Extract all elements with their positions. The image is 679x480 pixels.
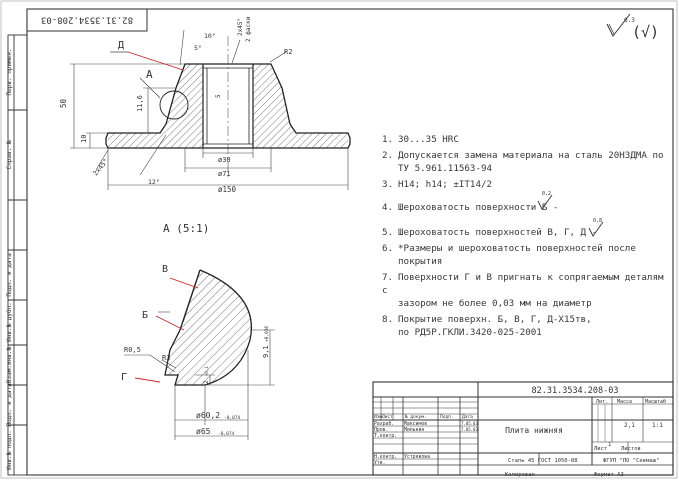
- dim-angle-10: 10°: [204, 32, 216, 40]
- tb-role-nkontr: Н.контр.: [374, 454, 397, 460]
- detail-label-r05: R0,5: [124, 346, 141, 354]
- note-7: 7.Поверхности Г и В пригнать к сопрягаем…: [382, 272, 664, 309]
- note-5: 5.Шероховатость поверхностей В, Г, Д -: [382, 227, 598, 238]
- tb-sheets-label: Листов: [621, 446, 641, 452]
- detail-label-g: Г: [121, 372, 127, 383]
- side-label-6: Подп. и дата: [6, 383, 13, 427]
- tb-role-tkontr: Т.контр.: [374, 433, 397, 439]
- tb-name-nkontr: Устрявова: [404, 454, 430, 460]
- dim-chamfer-bottom: 2x45°: [91, 157, 110, 177]
- callout-a-label: A: [146, 68, 153, 81]
- general-roughness: 6.3 (√): [606, 13, 659, 41]
- tb-col-sign: Подп.: [440, 414, 454, 420]
- callout-d-label: Д: [118, 40, 124, 51]
- detail-dim-65-tol: -0,074: [218, 431, 235, 437]
- dim-angle-5: 5°: [194, 44, 202, 52]
- dim-diameter-71: ø71: [218, 170, 231, 178]
- side-label-1: Перв. примен.: [6, 49, 13, 96]
- tb-scale-label: Масштаб: [645, 398, 666, 405]
- detail-dim-2-tol: +0,1: [204, 366, 209, 376]
- dim-height-10: 10: [80, 135, 88, 143]
- tb-part-name: Плита нижняя: [505, 426, 563, 435]
- note-3: 3.H14; h14; ±IT14/2: [382, 179, 493, 190]
- detail-view-a: В Б Г R0,5 R3 9,1 +0,036 2 +0,1 ø60,2 -0…: [121, 264, 275, 440]
- detail-a-callout-circle: [159, 90, 189, 120]
- title-block-text: 82.31.3534.208-03 Изм. Лист № докум. Под…: [374, 386, 666, 478]
- detail-label-v: В: [162, 264, 168, 275]
- tech-notes: 1.30...35 HRC 2.Допускается замена матер…: [382, 133, 672, 339]
- dim-angle-12: 12°: [148, 178, 160, 186]
- note-8: 8.Покрытие поверхн. Б, В, Г, Д-Х15тв,по …: [382, 314, 592, 338]
- dim-diameter-150: ø150: [218, 185, 237, 194]
- dim-height-5: 5: [215, 94, 222, 98]
- tb-format: Формат А3: [594, 472, 624, 478]
- tb-col-izm: Изм.: [374, 414, 385, 420]
- tb-col-date: Дата: [462, 414, 473, 420]
- side-label-5: Взам.инв.№: [6, 347, 13, 384]
- detail-dim-60-2: ø60,2: [196, 411, 220, 420]
- tb-copied: Копировал: [505, 472, 535, 478]
- general-roughness-value: 6.3: [624, 17, 635, 24]
- note-roughness-symbols: 0,2 0,8: [537, 191, 604, 237]
- tb-sheets: 1: [608, 442, 611, 448]
- tb-material: Сталь 45 ГОСТ 1050-88: [508, 458, 578, 464]
- detail-label-r3: R3: [162, 354, 170, 362]
- note5-roughness: 0,8: [593, 218, 602, 224]
- top-code-stamp: 82.31.3534.208-03: [26, 8, 148, 32]
- tb-lit-label: Лит.: [596, 399, 608, 405]
- side-label-7: Инв.№ подл.: [6, 430, 13, 470]
- dim-diameter-30: ø30: [218, 156, 231, 164]
- side-label-4: Инв.№ дубл.: [6, 302, 13, 342]
- detail-dim-60-2-tol: -0,074: [224, 415, 241, 421]
- left-strip-labels: Перв. примен. Справ. № Подп. и дата Инв.…: [6, 49, 13, 470]
- tb-name-razrab: Максимов: [404, 421, 427, 427]
- tb-sheet-label: Лист: [594, 446, 607, 452]
- tb-date-prov: 7.05.03: [461, 427, 478, 432]
- tb-role-utv: Утв.: [374, 460, 386, 466]
- tb-role-prov: Пров.: [374, 427, 388, 433]
- tb-mass: 2,1: [624, 422, 635, 429]
- part-outline: [105, 63, 351, 149]
- tb-col-doc: № докум.: [405, 414, 427, 420]
- detail-dim-9-1-tol: +0,036: [264, 325, 270, 342]
- note4-roughness: 0,2: [542, 191, 551, 197]
- tb-name-prov: Мильнин: [404, 427, 424, 433]
- left-strip: [7, 34, 28, 476]
- general-roughness-bracket: (√): [632, 23, 659, 41]
- tb-date-razrab: 7.05.03: [461, 421, 478, 426]
- note-1: 1.30...35 HRC: [382, 134, 459, 145]
- note-2: 2.Допускается замена материала на сталь …: [382, 150, 664, 174]
- tb-designation: 82.31.3534.208-03: [532, 386, 619, 396]
- dim-radius-r2: R2: [284, 48, 292, 56]
- detail-label-b: Б: [142, 310, 148, 321]
- tb-organization: ФГУП "ПО "Севмаш": [603, 458, 659, 464]
- dim-height-50: 50: [59, 98, 68, 108]
- detail-dim-9-1: 9,1: [262, 345, 270, 358]
- note-6: 6.*Размеры и шероховатость поверхностей …: [382, 243, 636, 267]
- title-block: [372, 381, 674, 476]
- side-label-2: Справ. №: [6, 140, 13, 169]
- tb-col-list: Лист: [382, 414, 393, 420]
- detail-view-title: A (5:1): [163, 222, 209, 235]
- main-section-view: Д A 10° 5° 2x45° 2 фаски R2 50 10 11,6 5…: [59, 16, 351, 194]
- tb-role-razrab: Разраб.: [374, 420, 394, 427]
- note-4: 4.Шероховатость поверхности Б -: [382, 202, 559, 213]
- top-code-text: 82.31.3534.208-03: [41, 15, 133, 25]
- dim-chamfer-top: 2x45°: [237, 18, 244, 36]
- detail-dim-65: ø65: [196, 427, 211, 436]
- tb-scale: 1:1: [652, 422, 663, 429]
- dim-chamfer-top2: 2 фаски: [245, 16, 252, 42]
- side-label-3: Подп. и дата: [6, 253, 13, 297]
- dim-height-11-6: 11,6: [136, 95, 144, 112]
- detail-dim-2: 2: [203, 380, 210, 384]
- tb-mass-label: Масса: [617, 399, 632, 405]
